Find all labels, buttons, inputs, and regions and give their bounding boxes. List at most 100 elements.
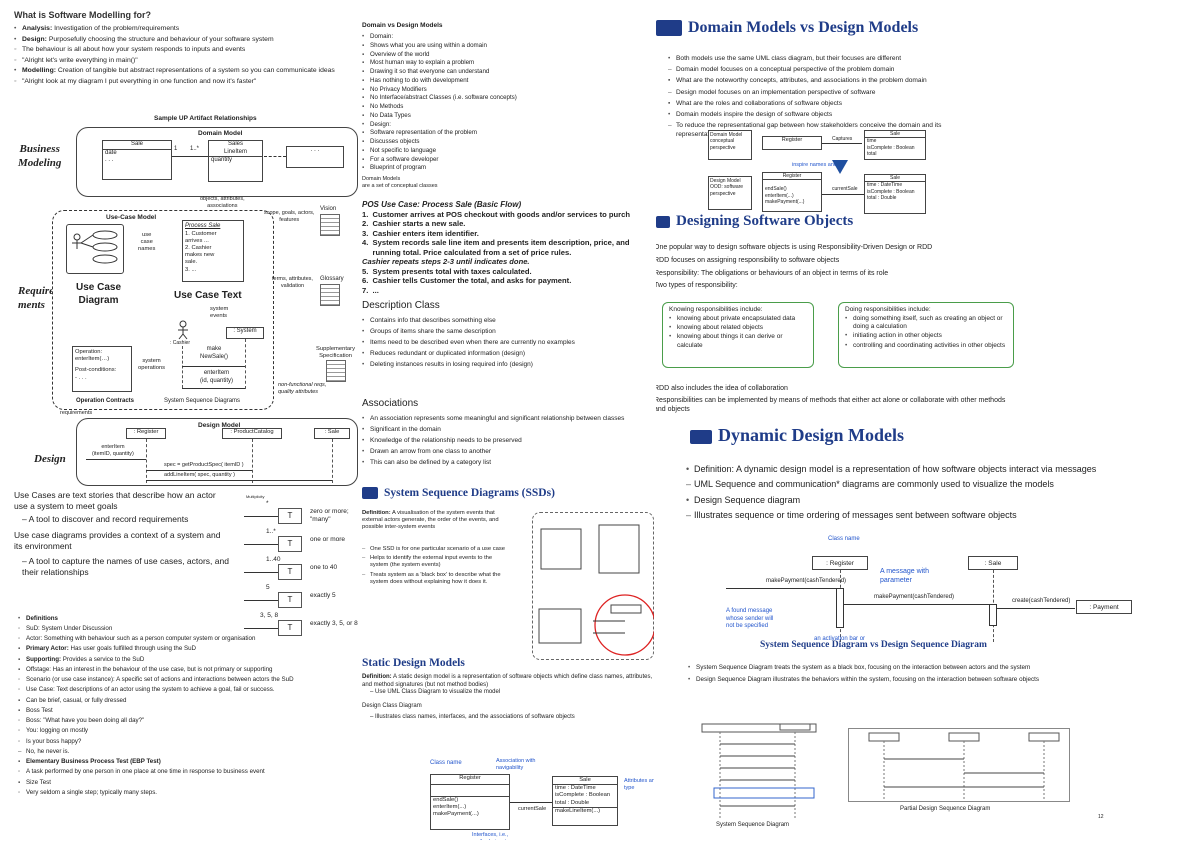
- pos-step: 1. Customer arrives at POS checkout with…: [362, 210, 630, 219]
- seq-activation-label: an activation bar or: [814, 636, 866, 642]
- ssd-cashier-label: : Cashier: [170, 340, 191, 346]
- col1-bullet-text: Investigation of the problem/requirement…: [52, 25, 180, 33]
- static-title: Static Design Models: [362, 657, 465, 669]
- requirements-label: Require- ments: [18, 285, 58, 311]
- static-dash-text: Use UML Class Diagram to visualize the m…: [375, 689, 501, 696]
- dmd-item: Domain model focuses on a conceptual per…: [668, 66, 964, 74]
- dcd-attrs-types-label: Attributes and data type: [624, 778, 654, 791]
- assoc-item: Significant in the domain: [362, 426, 654, 434]
- make-new-sale-label: make NewSale(): [200, 346, 229, 360]
- ssd-system-label: : System: [233, 328, 257, 334]
- seq-sale-box: : Sale: [968, 556, 1018, 570]
- dm-addline-arrow: [146, 480, 332, 481]
- dcd-sale-class: Sale time : DateTime isComplete : Boolea…: [552, 776, 618, 826]
- seq-msg-param-label: A message with parameter: [880, 568, 930, 584]
- dm-sale-lifeline: [332, 439, 333, 483]
- dcd-label: Design Class Diagram: [362, 702, 422, 709]
- pos-step: 6. Cashier tells Customer the total, and…: [362, 276, 572, 286]
- ssd-actor-lifeline: [182, 346, 183, 388]
- knowing-title: Knowing responsibilities include:: [669, 306, 763, 313]
- desc-item: Deleting instances results in losing req…: [362, 361, 654, 369]
- ssd-item: One SSD is for one particular scenario o…: [362, 546, 512, 553]
- dmd-items: Both models use the same UML class diagr…: [668, 52, 964, 142]
- dm-catalog-box: : ProductCatalog: [222, 428, 282, 439]
- uc-p1: Use Cases are text stories that describe…: [14, 490, 244, 511]
- def-item: Size Test: [18, 779, 359, 787]
- ssd-actor: [176, 320, 190, 344]
- down-arrow-icon: [832, 160, 848, 174]
- dso-item: Two types of responsibility:: [656, 282, 1016, 291]
- mult-row-line: [244, 600, 278, 601]
- enter-item-label: enterItem (id, quantity): [200, 370, 234, 384]
- mini-sale-class: Sale time isComplete : Boolean total: [864, 130, 926, 160]
- def-item-text: Provides a service to the SuD: [61, 655, 145, 663]
- mini-register-ops: endSale() enterItem(...) makePayment(...…: [765, 186, 805, 205]
- use-case-text-label: Use Case Text: [174, 290, 242, 301]
- def-item: Supporting: Provides a service to the Su…: [18, 656, 359, 664]
- mini-design-ood: OOD: software perspective: [710, 184, 744, 197]
- assoc-section: Associations An association represents s…: [362, 398, 654, 470]
- seq-sale-arrow: [844, 604, 989, 605]
- assoc-items: An association represents some meaningfu…: [362, 415, 654, 468]
- dcd-sale-attrs: time : DateTime isComplete : Boolean tot…: [553, 785, 617, 808]
- dm-spec-label: spec = getProductSpec( itemID ): [164, 462, 244, 468]
- static-def-text: A static design model is a representatio…: [362, 674, 653, 688]
- dm-item: Shows what you are using within a domain: [362, 42, 654, 50]
- def-item: Scenario (or use case instance): A speci…: [18, 676, 359, 684]
- assoc-title: Associations: [362, 398, 419, 409]
- sale-lineitem-assoc: [172, 156, 208, 157]
- dm-item: Domain:: [362, 33, 654, 41]
- ssd-mini-diagram: [532, 512, 654, 660]
- knowing-item: knowing about private encapsulated data: [669, 315, 807, 323]
- dm-item: Most human way to explain a problem: [362, 59, 654, 67]
- mult-row-label: one to 40: [310, 564, 338, 571]
- ssd-item: Helps to identify the external input eve…: [362, 555, 512, 569]
- dso-item: One popular way to design software objec…: [656, 244, 1016, 253]
- def-item-text: Has user goals fulfilled through using t…: [68, 645, 197, 653]
- def-item: Boss Test: [18, 707, 359, 715]
- col1-bullet-text: The behaviour is all about how your syst…: [22, 46, 246, 54]
- mini-sale-attrs2: time : DateTime isComplete : Boolean tot…: [867, 182, 915, 201]
- ssd-def-text: A visualisation of the system events tha…: [362, 510, 499, 531]
- uc-p2b-text: its environment: [14, 540, 72, 551]
- def-item-text: You: logging on mostly: [26, 727, 89, 735]
- dm-item: Drawing it so that everyone can understa…: [362, 68, 654, 76]
- dcd-current-sale: currentSale: [518, 806, 547, 812]
- def-item-label: Elementary Business Process Test (EBP Te…: [26, 758, 161, 765]
- dm-catalog-label: : ProductCatalog: [230, 429, 274, 435]
- def-item-text: SuD: System Under Discussion: [26, 624, 113, 632]
- mult-row-box: T: [278, 508, 302, 524]
- def-item: No, he never is.: [18, 748, 359, 756]
- non-functional-label: non-functional reqs, quality attributes: [278, 382, 327, 395]
- dm-register-lifeline: [146, 439, 147, 483]
- dm-register-label: : Register: [133, 429, 159, 435]
- objects-attrs-label: objects, attributes, associations: [200, 196, 245, 209]
- ssd-system-lifeline: [245, 339, 246, 389]
- ssd-def-label: Definition:: [362, 510, 391, 516]
- def-item: Definitions: [18, 615, 359, 623]
- university-logo-icon: [656, 215, 670, 228]
- vision-doc: Vision: [320, 206, 340, 236]
- dm-item: Blueprint of program: [362, 164, 654, 172]
- sales-lineitem-name: Sales LineItem: [209, 141, 262, 157]
- supplementary-doc-icon: [326, 360, 346, 383]
- dso-item: RDD focuses on assigning responsibility …: [656, 257, 1016, 266]
- system-operations-label: system operations: [138, 358, 166, 372]
- seq-payment-label: : Payment: [1089, 604, 1119, 611]
- col1-bullet-text: Purposefully choosing the structure and …: [46, 35, 274, 43]
- mini-captures-line: [822, 143, 862, 144]
- ddm-title-text: Dynamic Design Models: [718, 425, 904, 445]
- col3-panel: Domain Models vs Design Models Both mode…: [656, 10, 1200, 840]
- desc-item: Contains info that describes something e…: [362, 317, 654, 325]
- assoc-item: An association represents some meaningfu…: [362, 415, 654, 423]
- dcd-dash: – Illustrates class names, interfaces, a…: [370, 714, 575, 721]
- seq-make-payment-label: makePayment(cashTendered): [766, 578, 847, 584]
- def-item-label: Supporting:: [26, 655, 62, 663]
- dm-item: Software representation of the problem: [362, 129, 654, 137]
- system-events-label: system events: [210, 306, 229, 320]
- glossary-label: Glossary: [320, 276, 344, 282]
- design-model-title: Design Model: [198, 422, 241, 429]
- artifact-diagram: Sample UP Artifact Relationships Busines…: [14, 110, 359, 490]
- dcd-register-ops: endSale() enterItem(...) makePayment(...…: [433, 797, 479, 818]
- dm-enter-item-label: enterItem (itemID, quantity): [92, 444, 134, 457]
